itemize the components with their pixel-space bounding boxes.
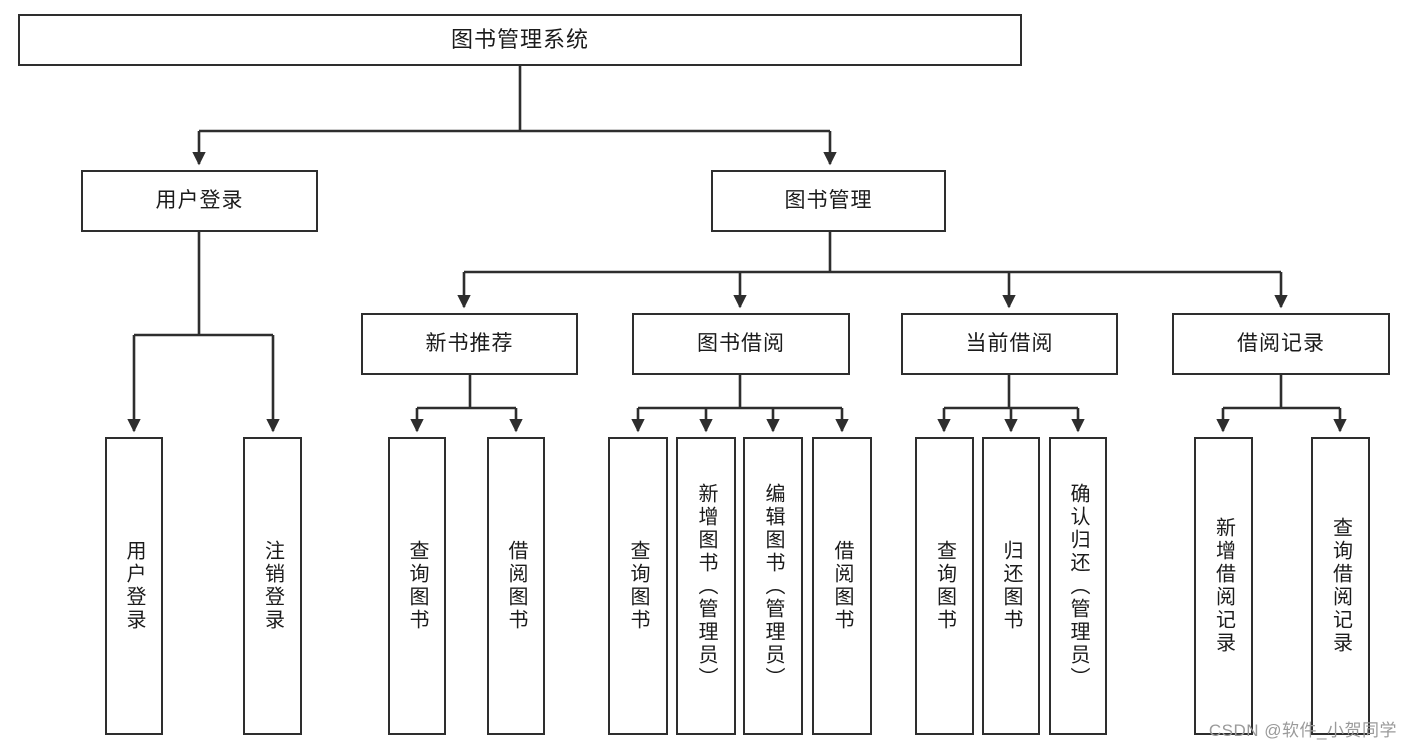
node-leaf-rec-query-record[interactable]: 查询借阅记录 bbox=[1311, 437, 1370, 735]
node-current-borrow-label: 当前借阅 bbox=[965, 331, 1054, 355]
node-book-borrow[interactable]: 图书借阅 bbox=[632, 313, 850, 375]
node-leaf-cur-return-book-label: 归还图书 bbox=[1000, 540, 1022, 632]
node-leaf-user-login-label: 用户登录 bbox=[123, 540, 145, 632]
node-leaf-borrow-edit-book[interactable]: 编辑图书（管理员） bbox=[743, 437, 803, 735]
node-user-login[interactable]: 用户登录 bbox=[81, 170, 318, 232]
node-leaf-borrow-add-book-label: 新增图书（管理员） bbox=[695, 482, 717, 690]
node-leaf-cur-confirm-return-label: 确认归还（管理员） bbox=[1067, 482, 1089, 690]
node-leaf-borrow-query-book[interactable]: 查询图书 bbox=[608, 437, 668, 735]
node-book-manage-label: 图书管理 bbox=[784, 188, 873, 212]
node-leaf-borrow-edit-book-label: 编辑图书（管理员） bbox=[762, 482, 784, 690]
node-root-label: 图书管理系统 bbox=[450, 26, 589, 52]
node-new-book-recommend[interactable]: 新书推荐 bbox=[361, 313, 578, 375]
node-current-borrow[interactable]: 当前借阅 bbox=[901, 313, 1118, 375]
node-book-manage[interactable]: 图书管理 bbox=[711, 170, 946, 232]
node-leaf-borrow-borrow-book[interactable]: 借阅图书 bbox=[812, 437, 872, 735]
node-leaf-cur-query-book-label: 查询图书 bbox=[933, 540, 956, 632]
node-leaf-borrow-query-book-label: 查询图书 bbox=[627, 540, 649, 632]
node-leaf-rec-add-record-label: 新增借阅记录 bbox=[1212, 517, 1235, 655]
node-leaf-user-logout[interactable]: 注销登录 bbox=[243, 437, 302, 735]
node-leaf-user-logout-label: 注销登录 bbox=[261, 540, 284, 632]
watermark-text: CSDN @软件_小贺同学 bbox=[1208, 721, 1397, 740]
node-user-login-label: 用户登录 bbox=[155, 188, 244, 212]
node-leaf-rec-add-record[interactable]: 新增借阅记录 bbox=[1194, 437, 1253, 735]
node-root[interactable]: 图书管理系统 bbox=[18, 14, 1022, 66]
node-leaf-borrow-add-book[interactable]: 新增图书（管理员） bbox=[676, 437, 736, 735]
node-borrow-record[interactable]: 借阅记录 bbox=[1172, 313, 1390, 375]
node-leaf-rec-borrow-book[interactable]: 借阅图书 bbox=[487, 437, 545, 735]
node-leaf-rec-query-book[interactable]: 查询图书 bbox=[388, 437, 446, 735]
node-book-borrow-label: 图书借阅 bbox=[697, 331, 785, 355]
node-new-book-recommend-label: 新书推荐 bbox=[425, 331, 514, 355]
node-leaf-rec-borrow-book-label: 借阅图书 bbox=[505, 540, 527, 632]
node-leaf-user-login[interactable]: 用户登录 bbox=[105, 437, 163, 735]
node-leaf-cur-return-book[interactable]: 归还图书 bbox=[982, 437, 1040, 735]
node-leaf-cur-confirm-return[interactable]: 确认归还（管理员） bbox=[1049, 437, 1107, 735]
node-borrow-record-label: 借阅记录 bbox=[1237, 331, 1325, 355]
node-leaf-rec-query-record-label: 查询借阅记录 bbox=[1329, 517, 1352, 655]
node-leaf-rec-query-book-label: 查询图书 bbox=[406, 540, 428, 632]
node-leaf-cur-query-book[interactable]: 查询图书 bbox=[915, 437, 974, 735]
node-leaf-borrow-borrow-book-label: 借阅图书 bbox=[831, 540, 853, 632]
